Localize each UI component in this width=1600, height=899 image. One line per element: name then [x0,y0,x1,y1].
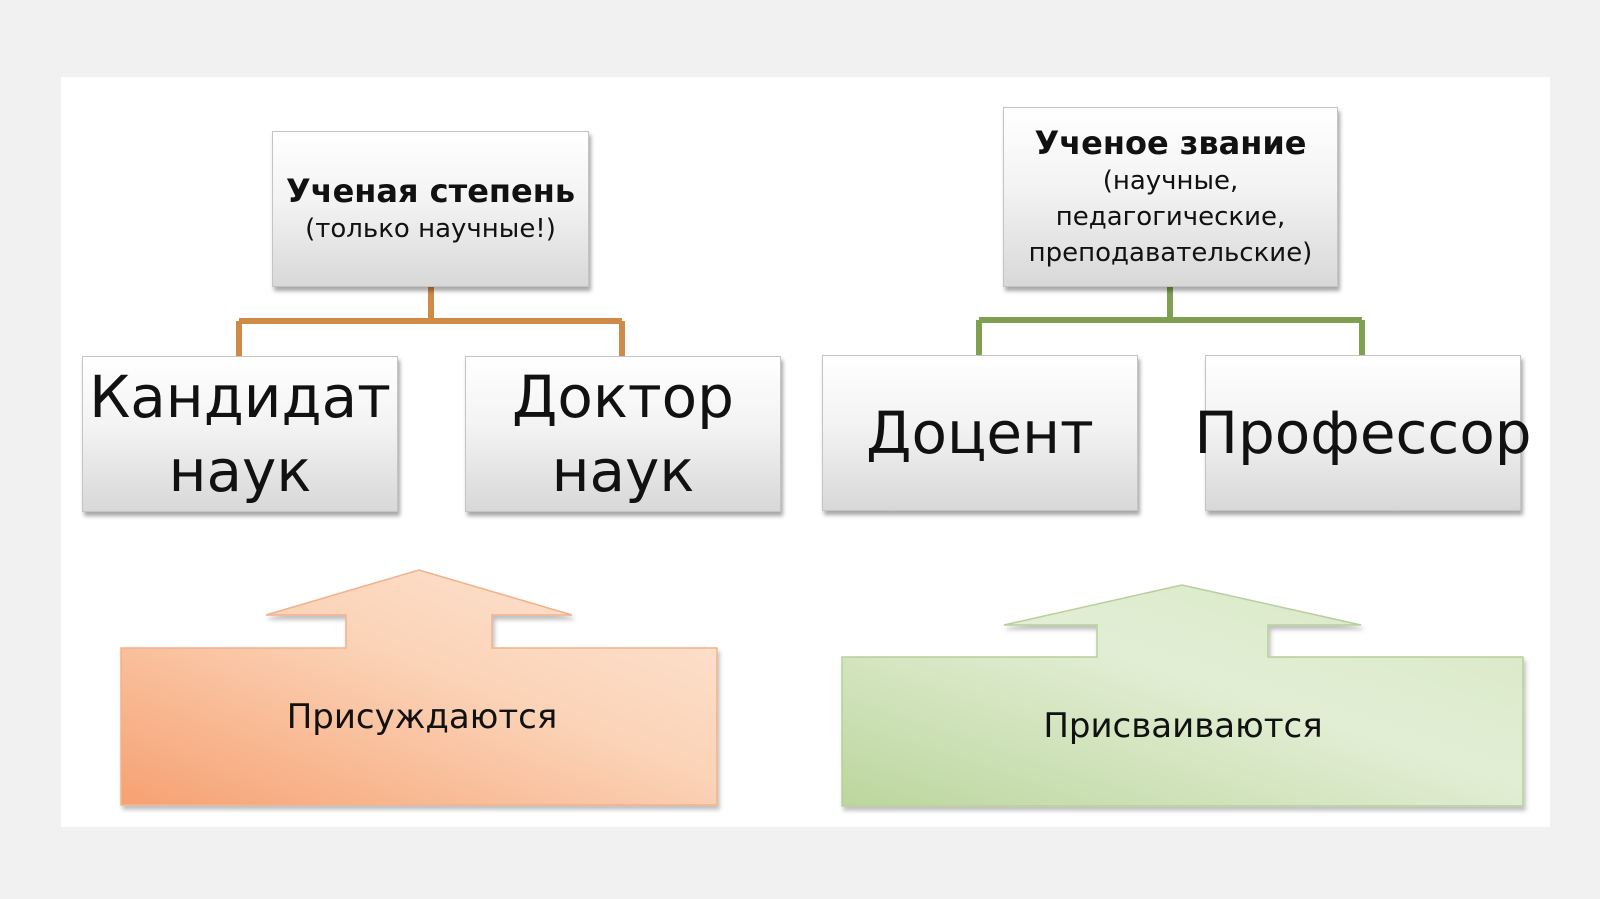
academic-title-box: Ученое звание (научные, педагогические, … [1003,107,1338,287]
awarded-arrow [120,569,718,806]
conferred-arrow [841,584,1524,807]
academic-title-subtitle-line: преподавательские) [1028,238,1313,268]
academic-title-subtitle-line: педагогические, [1055,202,1286,232]
candidate-of-sciences-box: Кандидат наук [82,356,398,512]
leaf-label: Профессор [1194,399,1532,467]
leaf-label-line: Доктор [512,363,734,431]
leaf-label-line: наук [168,437,312,505]
doctor-of-sciences-box: Доктор наук [465,356,781,512]
academic-degree-box: Ученая степень (только научные!) [272,131,589,287]
academic-title-subtitle-line: (научные, [1102,166,1239,196]
docent-box: Доцент [822,355,1138,511]
professor-box: Профессор [1194,355,1532,511]
leaf-label: Доцент [866,399,1094,467]
conferred-label: Присваиваются [1043,706,1323,746]
academic-degree-subtitle: (только научные!) [305,214,556,244]
academic-title-title: Ученое звание [1034,124,1307,162]
leaf-label-line: наук [551,437,695,505]
awarded-label: Присуждаются [286,697,558,737]
leaf-label-line: Кандидат [89,363,391,431]
academic-degree-title: Ученая степень [285,172,576,210]
